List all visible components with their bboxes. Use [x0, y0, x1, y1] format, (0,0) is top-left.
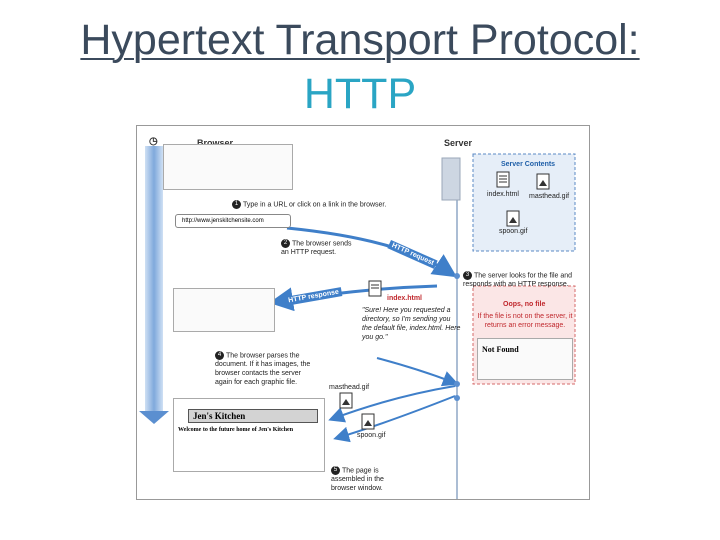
request-arrow — [286, 226, 458, 278]
file-index-label: index.html — [487, 191, 519, 198]
file-masthead-label: masthead.gif — [529, 193, 570, 200]
file-icon-index-response — [368, 280, 382, 297]
slide-subtitle: HTTP — [303, 70, 417, 118]
image-arrow-1 — [376, 357, 459, 387]
masthead-transfer-label: masthead.gif — [329, 384, 370, 391]
oops-label: Oops, no file — [503, 301, 546, 308]
file-icon-index — [496, 171, 510, 188]
file-icon-spoon — [506, 210, 520, 227]
not-found-window: Not Found — [477, 338, 573, 380]
browser-window-top — [163, 144, 293, 190]
index-response-label: index.html — [387, 295, 423, 302]
server-quote: "Sure! Here you requested a directory, s… — [362, 307, 461, 341]
spoon-transfer-label: spoon.gif — [357, 432, 386, 439]
file-spoon-label: spoon.gif — [499, 228, 528, 235]
timeline-arrowhead — [139, 411, 169, 424]
server-label: Server — [444, 138, 473, 148]
not-found-text: Not Found — [482, 345, 519, 354]
jens-kitchen-banner: Jen's Kitchen — [188, 409, 318, 423]
browser-timeline — [145, 146, 163, 411]
image-arrow-3 — [333, 395, 456, 443]
browser-label: Browser — [197, 138, 234, 148]
welcome-heading: Welcome to the future home of Jen's Kitc… — [178, 427, 294, 433]
file-icon-spoon-transfer — [361, 413, 375, 430]
browser-window-final: Jen's Kitchen Welcome to the future home… — [173, 398, 325, 472]
image-arrow-2 — [328, 385, 456, 423]
server-contents-box — [472, 153, 576, 252]
oops-detail: If the file is not on the server, it ret… — [477, 313, 573, 329]
file-icon-masthead — [536, 173, 550, 190]
http-diagram: ◷ Browser Server Server Contents index.h… — [136, 125, 590, 500]
server-box — [441, 157, 461, 201]
server-contents-label: Server Contents — [501, 161, 556, 168]
browser-window-middle — [173, 288, 275, 332]
url-bar: http://www.jenskitchensite.com — [175, 214, 291, 228]
file-icon-masthead-transfer — [339, 392, 353, 409]
slide-title: Hypertext Transport Protocol: — [80, 16, 640, 64]
clock-icon: ◷ — [149, 136, 158, 147]
